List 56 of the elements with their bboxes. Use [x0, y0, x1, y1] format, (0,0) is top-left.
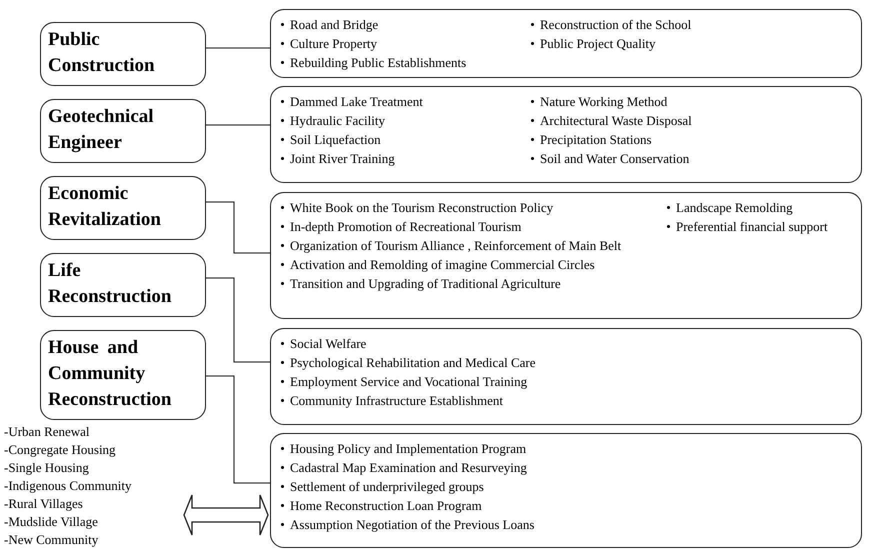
- category-box: [40, 22, 206, 86]
- connector-line: [206, 202, 270, 254]
- list-item: Nature Working Method: [540, 93, 668, 111]
- community-type: -Indigenous Community: [4, 477, 132, 495]
- double-arrow: [183, 494, 269, 536]
- category-box: [40, 99, 206, 163]
- list-item: White Book on the Tourism Reconstruction Policy: [290, 199, 554, 217]
- list-item: Soil Liquefaction: [290, 131, 381, 149]
- list-item: Hydraulic Facility: [290, 112, 385, 130]
- list-item: Settlement of underprivileged groups: [290, 478, 484, 496]
- list-item: Landscape Remolding: [676, 199, 793, 217]
- connector-line: [206, 124, 270, 126]
- list-item: Dammed Lake Treatment: [290, 93, 423, 111]
- item-list-box: [270, 328, 862, 425]
- list-item: Architectural Waste Disposal: [540, 112, 692, 130]
- community-type: -Urban Renewal: [4, 423, 90, 441]
- item-list-box: [270, 9, 862, 78]
- list-item: Public Project Quality: [540, 35, 656, 53]
- list-item: Social Welfare: [290, 335, 366, 353]
- list-item: Cadastral Map Examination and Resurveying: [290, 459, 527, 477]
- community-type: -Single Housing: [4, 459, 89, 477]
- list-item: Reconstruction of the School: [540, 16, 692, 34]
- list-item: Psychological Rehabilitation and Medical Care: [290, 354, 536, 372]
- community-type: -Congregate Housing: [4, 441, 116, 459]
- list-item: Soil and Water Conservation: [540, 150, 690, 168]
- category-title: Life Reconstruction: [48, 259, 172, 309]
- community-type: -Mudslide Village: [4, 513, 98, 531]
- list-item: Transition and Upgrading of Traditional Agriculture: [290, 275, 561, 293]
- connector-line: [206, 376, 270, 484]
- community-type: -Rural Villages: [4, 495, 83, 513]
- list-item: Organization of Tourism Alliance , Reinforcement of Main Belt: [290, 237, 622, 255]
- category-title: Economic Revitalization: [48, 182, 162, 232]
- list-item: Housing Policy and Implementation Program: [290, 440, 526, 458]
- list-item: Joint River Training: [290, 150, 395, 168]
- list-item: Preferential financial support: [676, 218, 828, 236]
- list-item: Employment Service and Vocational Training: [290, 373, 528, 391]
- category-title: House and Community Reconstruction: [48, 336, 172, 412]
- list-item: Road and Bridge: [290, 16, 378, 34]
- category-title: Geotechnical Engineer: [48, 105, 155, 155]
- list-item: Rebuilding Public Establishments: [290, 54, 466, 72]
- list-item: In-depth Promotion of Recreational Tourism: [290, 218, 522, 236]
- community-type: -New Community: [4, 531, 98, 549]
- connector-line: [206, 278, 270, 362]
- category-title: Public Construction: [48, 28, 156, 78]
- category-box: [40, 176, 206, 240]
- item-list-box: [270, 86, 862, 183]
- category-box: [40, 330, 206, 420]
- list-item: Precipitation Stations: [540, 131, 652, 149]
- list-item: Community Infrastructure Establishment: [290, 392, 504, 410]
- item-list-box: [270, 192, 862, 319]
- list-item: Activation and Remolding of imagine Commercial Circles: [290, 256, 595, 274]
- item-list-box: [270, 433, 862, 548]
- list-item: Home Reconstruction Loan Program: [290, 497, 482, 515]
- category-box: [40, 253, 206, 317]
- list-item: Culture Property: [290, 35, 378, 53]
- list-item: Assumption Negotiation of the Previous Loans: [290, 516, 534, 534]
